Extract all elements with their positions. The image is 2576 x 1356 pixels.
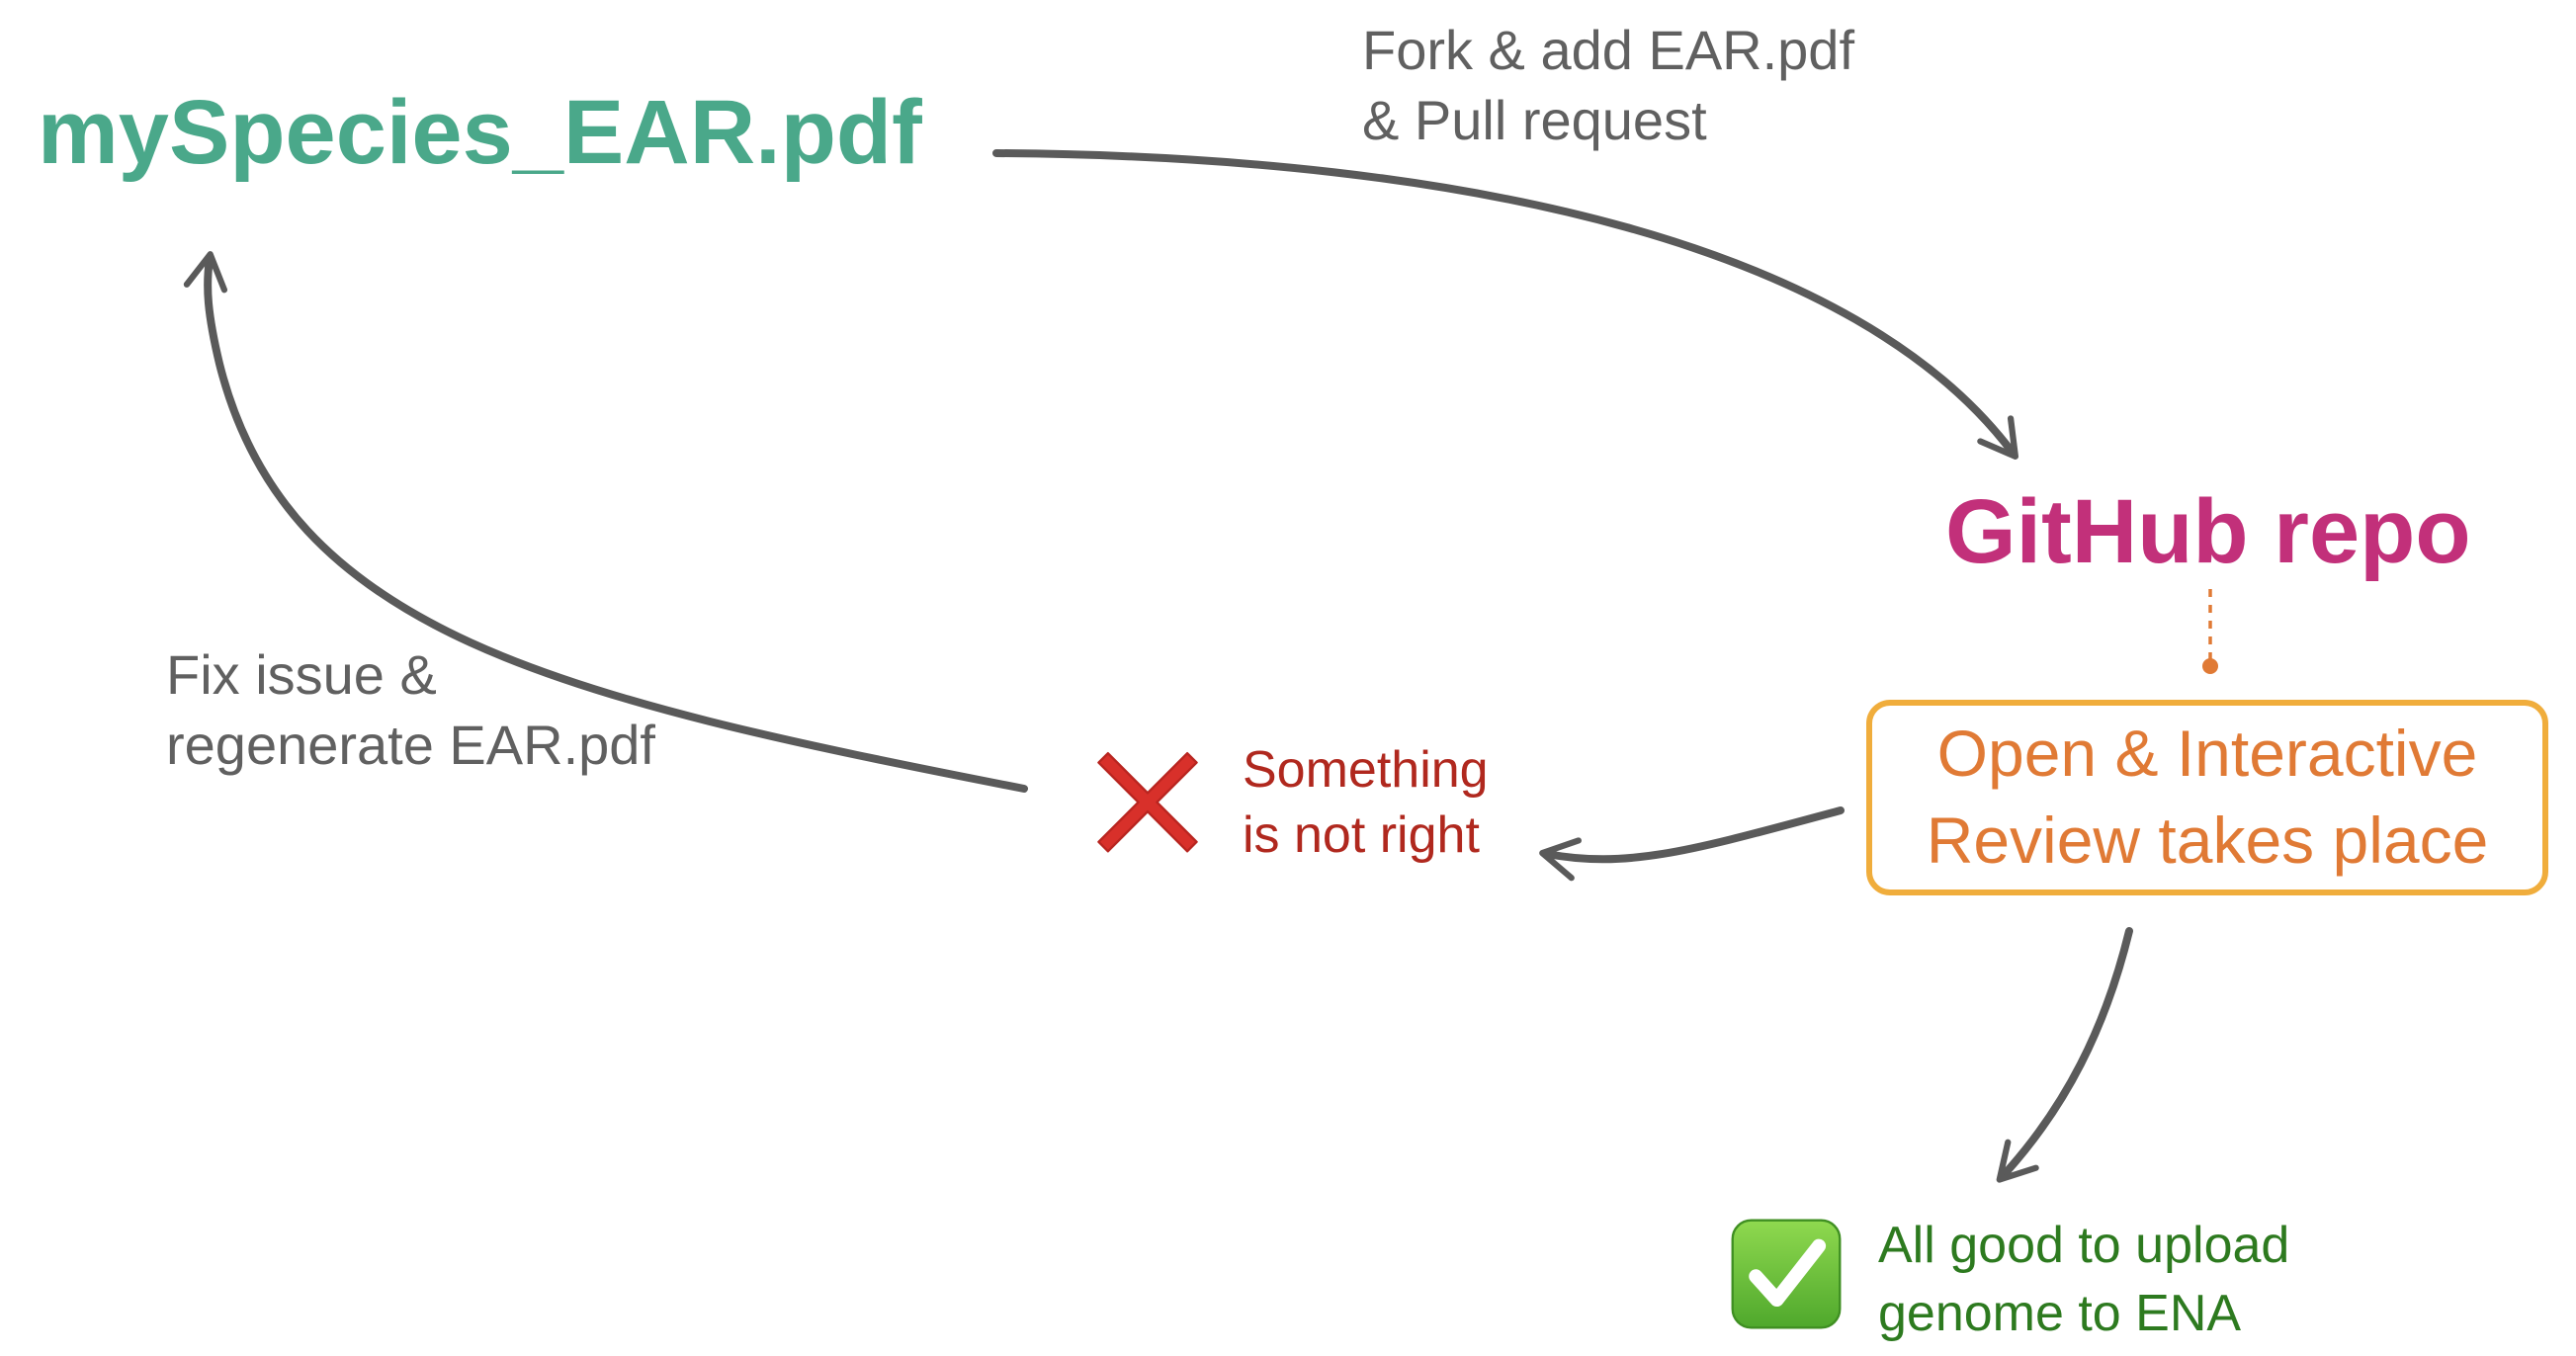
cross-mark-icon (1097, 751, 1198, 853)
check-mark-icon (1731, 1219, 1842, 1329)
edge-label-fix-line-2: regenerate EAR.pdf (166, 713, 655, 776)
edge-label-all-good: All good to upload genome to ENA (1878, 1212, 2289, 1348)
node-review-box: Open & Interactive Review takes place (1866, 700, 2548, 895)
edge-label-fork-pull-request: Fork & add EAR.pdf & Pull request (1362, 16, 1854, 155)
arrow-file-to-repo (992, 149, 2019, 460)
edge-label-fork-line-2: & Pull request (1362, 88, 1707, 151)
arrow-review-to-fail (1539, 806, 1845, 882)
node-myspecies-ear-pdf: mySpecies_EAR.pdf (38, 82, 922, 183)
edge-label-something-not-right: Something is not right (1243, 738, 1489, 868)
arrow-fail-to-file (183, 251, 1028, 793)
node-review-text: Open & Interactive Review takes place (1927, 711, 2489, 885)
node-github-repo: GitHub repo (1945, 481, 2471, 582)
repo-review-connector-dot (2202, 658, 2218, 674)
edge-label-good-line-1: All good to upload (1878, 1217, 2290, 1274)
edge-label-bad-line-2: is not right (1243, 805, 1480, 864)
edge-label-good-line-2: genome to ENA (1878, 1285, 2242, 1343)
edge-label-fix-line-1: Fix issue & (166, 643, 437, 706)
edge-label-fix-issue: Fix issue & regenerate EAR.pdf (166, 640, 655, 780)
node-review-line-2: Review takes place (1926, 804, 2489, 877)
node-review-line-1: Open & Interactive (1936, 717, 2478, 791)
edge-label-fork-line-1: Fork & add EAR.pdf (1362, 19, 1855, 81)
arrow-review-to-success (1996, 927, 2133, 1183)
edge-label-bad-line-1: Something (1243, 741, 1489, 799)
